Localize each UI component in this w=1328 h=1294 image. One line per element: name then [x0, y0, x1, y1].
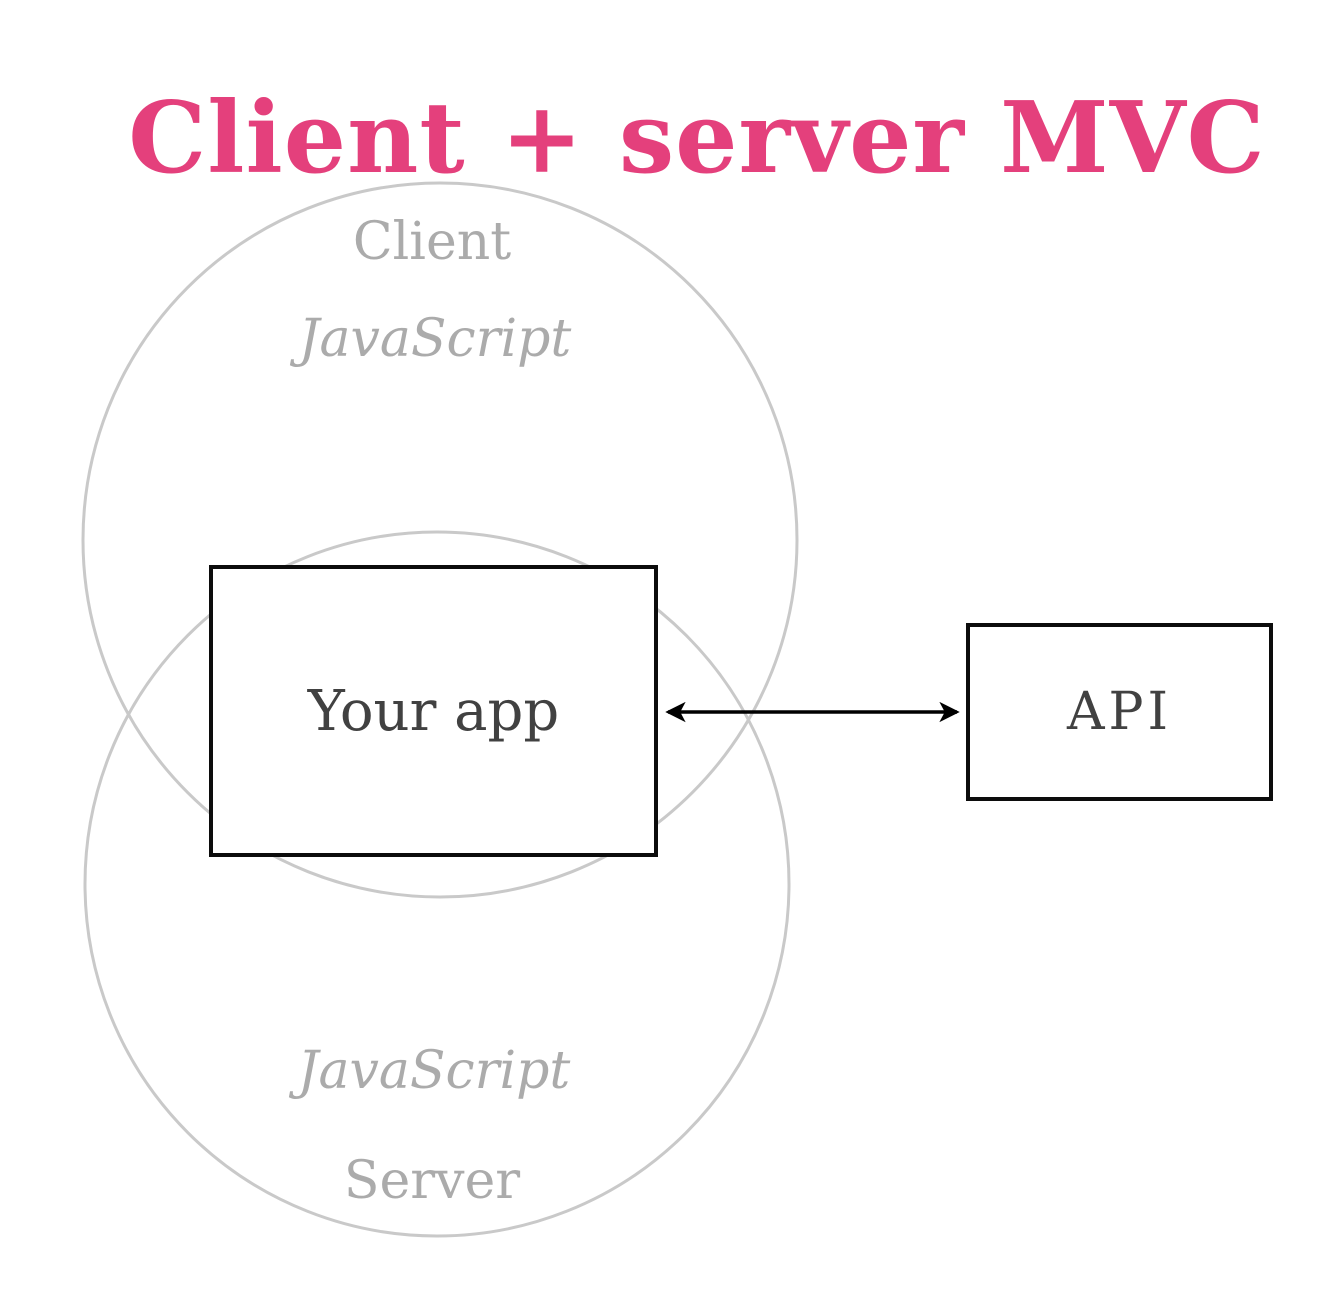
your-app-box-label: Your app [307, 678, 560, 744]
your-app-box: Your app [209, 565, 658, 857]
client-javascript-label: JavaScript [298, 309, 572, 369]
server-circle-label: Server [343, 1151, 521, 1211]
client-circle-label: Client [352, 212, 512, 272]
page-title: Client + server MVC [128, 80, 1266, 196]
client-circle [81, 181, 799, 899]
api-box-label: API [1066, 682, 1173, 742]
api-box: API [966, 623, 1273, 801]
server-circle [83, 530, 791, 1238]
server-javascript-label: JavaScript [297, 1041, 571, 1101]
